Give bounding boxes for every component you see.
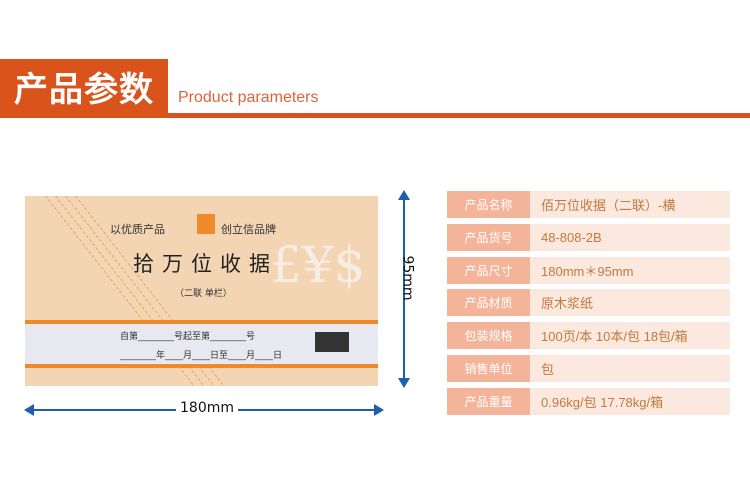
- slogan-right: 创立信品牌: [221, 223, 276, 236]
- spec-value: 原木浆纸: [530, 289, 730, 317]
- spec-label: 产品名称: [447, 191, 530, 218]
- width-label: 180mm: [176, 400, 238, 416]
- spec-value: 0.96kg/包 17.78kg/箱: [530, 387, 730, 415]
- receipt-title: 拾万位收据: [133, 252, 278, 276]
- spec-label: 包装规格: [447, 322, 530, 350]
- height-arrow: [403, 192, 405, 384]
- number-line: 自第________号起至第________号: [120, 332, 256, 342]
- arrow-right-icon: [374, 404, 384, 416]
- spec-value: 包: [530, 354, 730, 382]
- brand-logo-icon: [197, 214, 215, 234]
- spec-label: 产品重量: [447, 387, 530, 415]
- spec-row: 销售单位包: [447, 354, 730, 382]
- arrow-up-icon: [398, 190, 410, 200]
- date-line: ________年____月____日至____月____日: [120, 351, 283, 361]
- receipt-subtitle: （二联 单栏）: [175, 289, 232, 299]
- spec-value: 48-808-2B: [530, 223, 730, 251]
- currency-watermark: £¥$: [270, 236, 366, 294]
- spec-label: 产品尺寸: [447, 256, 530, 284]
- spec-label: 销售单位: [447, 354, 530, 382]
- spec-value: 佰万位收据（二联）-横: [530, 191, 730, 218]
- product-image: 以优质产品 创立信品牌 £¥$ 拾万位收据 （二联 单栏） 自第________…: [25, 196, 378, 386]
- spec-label: 产品材质: [447, 289, 530, 317]
- arrow-left-icon: [24, 404, 34, 416]
- spec-value: 180mm＊95mm: [530, 256, 730, 284]
- slogan-left: 以优质产品: [110, 223, 165, 236]
- spec-value: 100页/本 10本/包 18包/箱: [530, 322, 730, 350]
- spec-row: 产品名称佰万位收据（二联）-横: [447, 191, 730, 218]
- section-subtitle: Product parameters: [178, 89, 319, 106]
- brand-stamp-icon: [315, 332, 349, 352]
- spec-label: 产品货号: [447, 223, 530, 251]
- header-divider: [0, 113, 750, 118]
- section-title: 产品参数: [0, 59, 168, 114]
- height-label: 95mm: [399, 255, 416, 301]
- spec-row: 产品材质原木浆纸: [447, 289, 730, 317]
- arrow-down-icon: [398, 378, 410, 388]
